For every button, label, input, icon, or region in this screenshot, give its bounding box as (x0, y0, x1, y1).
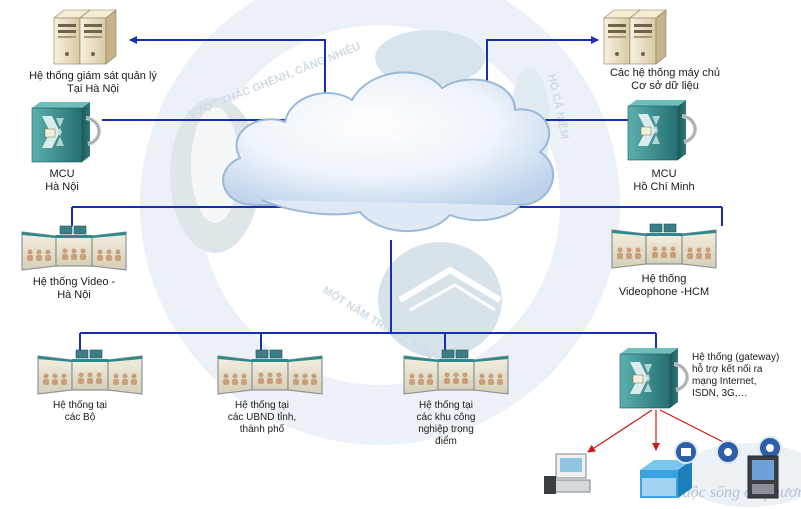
label-line: các khu công (416, 412, 476, 423)
label-gateway: Hệ thống (gateway) hỗ trợ kết nối ra mạn… (692, 352, 798, 400)
label-videophone-hcm: Hệ thống Videophone -HCM (604, 273, 724, 299)
video-wall-icon (611, 223, 717, 269)
label-line: Hệ thống giám sát quản lý (29, 70, 157, 82)
label-mcu-hanoi: MCU Hà Nội (12, 168, 112, 194)
label-line: các Bộ (64, 412, 96, 423)
label-line: Videophone -HCM (618, 286, 710, 298)
server-icon (603, 9, 667, 65)
label-line: MCU (651, 168, 677, 180)
mcu-icon (30, 100, 102, 164)
isdn-box-icon (640, 460, 692, 498)
label-servers-database: Các hệ thống máy chủ Cơ sở dữ liệu (580, 67, 750, 93)
label-industrial-zones: Hệ thống tại các khu công nghiệp trọng đ… (396, 400, 496, 448)
label-line: Hồ Chí Minh (633, 181, 695, 193)
gateway-links (587, 409, 736, 453)
label-line: điểm (435, 436, 457, 447)
label-line: Hệ thống (gateway) (692, 352, 780, 363)
label-line: Hệ thống tại (53, 400, 107, 411)
label-line: Hệ thống tại (419, 400, 473, 411)
label-monitoring-hanoi: Hệ thống giám sát quản lý Tại Hà Nội (8, 70, 178, 96)
label-line: Hà Nội (57, 289, 91, 301)
label-line: Tại Hà Nội (67, 83, 119, 95)
label-provinces: Hệ thống tại các UBND tỉnh, thành phố (212, 400, 312, 436)
label-line: các UBND tỉnh, (227, 412, 297, 423)
label-line: thành phố (239, 424, 285, 435)
label-ministries: Hệ thống tại các Bộ (30, 400, 130, 424)
label-line: Các hệ thống máy chủ (609, 67, 721, 79)
label-line: Hệ thống tại (235, 400, 289, 411)
mobile-kiosk-icon (674, 436, 782, 499)
label-line: Hệ thống (641, 273, 687, 285)
video-wall-icon (37, 349, 143, 395)
label-line: ISDN, 3G,… (692, 388, 748, 399)
label-line: Hệ thống Video - (32, 276, 116, 288)
label-line: nghiệp trọng (418, 424, 474, 435)
label-line: Cơ sở dữ liệu (631, 80, 699, 92)
cloud-network-icon (222, 71, 555, 233)
label-mcu-hcm: MCU Hồ Chí Minh (614, 168, 714, 194)
label-line: mạng Internet, (692, 376, 757, 387)
video-wall-icon (21, 225, 127, 271)
label-line: hỗ trợ kết nối ra (692, 364, 763, 375)
gateway-icon (618, 346, 690, 410)
server-icon (53, 9, 117, 65)
pc-terminal-icon (544, 453, 591, 494)
label-video-hanoi: Hệ thống Video - Hà Nội (14, 276, 134, 302)
label-line: Hà Nội (45, 181, 79, 193)
mcu-icon (626, 98, 698, 162)
label-line: MCU (49, 168, 75, 180)
